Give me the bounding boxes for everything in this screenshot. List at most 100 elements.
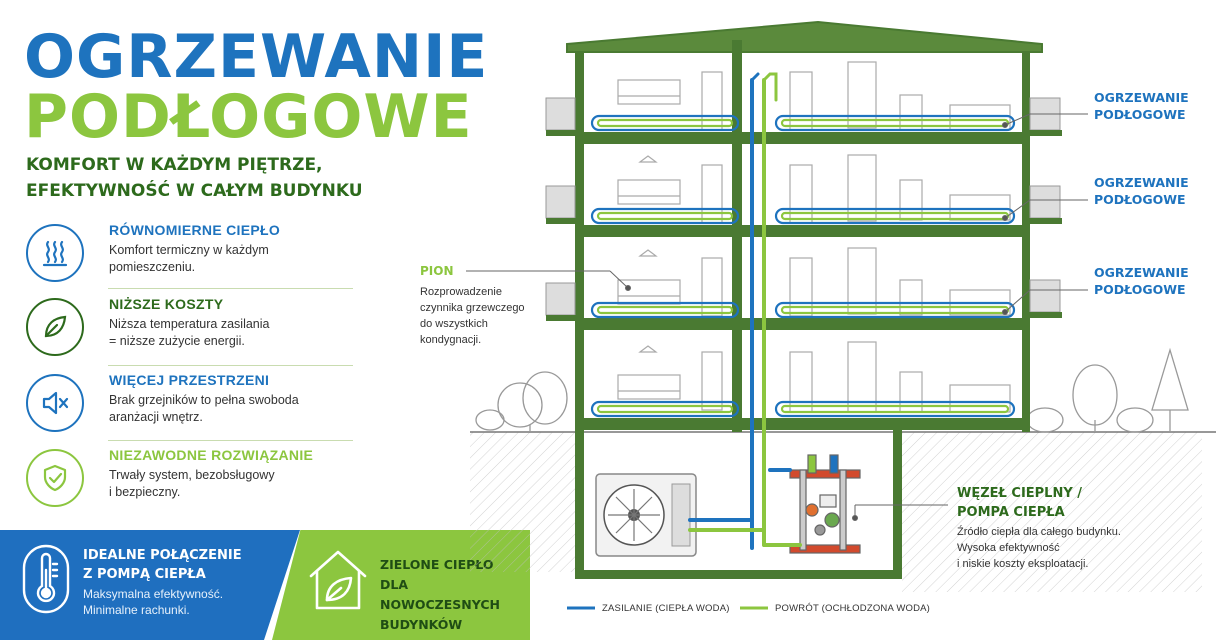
divider bbox=[108, 365, 353, 366]
annotation-line: Rozprowadzenie bbox=[420, 286, 502, 298]
floor-slab-3 bbox=[584, 225, 1022, 237]
pipe-supply-node bbox=[750, 468, 792, 550]
subtitle-line-1: KOMFORT W KAŻDYM PIĘTRZE, bbox=[26, 155, 323, 175]
leader-dot bbox=[852, 515, 858, 521]
banner-heading-line: ZIELONE CIEPŁO bbox=[380, 557, 494, 572]
green-banner-heading: ZIELONE CIEPŁO DLA NOWOCZESNYCH BUDYNKÓW bbox=[380, 555, 530, 635]
heat-waves-icon bbox=[26, 224, 84, 282]
heat-node bbox=[789, 454, 861, 554]
floor-loop-1 bbox=[590, 400, 1016, 418]
heat-pump-unit bbox=[595, 473, 697, 557]
banner-heading-line: DLA NOWOCZESNYCH bbox=[380, 577, 500, 612]
feature-description: Komfort termiczny w każdym pomieszczeniu… bbox=[109, 242, 339, 276]
leader-dot bbox=[1002, 122, 1008, 128]
tree-icon bbox=[1072, 364, 1118, 432]
annotation-line: PODŁOGOWE bbox=[1094, 192, 1186, 207]
ground-hatch-left bbox=[470, 432, 575, 572]
floor-heating-label-3: OGRZEWANIE PODŁOGOWE bbox=[1094, 174, 1189, 208]
pipe-top-loop bbox=[762, 72, 778, 102]
annotation-line: Wysoka efektywność bbox=[957, 542, 1060, 554]
leader-line bbox=[609, 270, 629, 289]
annotation-line: Źródło ciepła dla całego budynku. bbox=[957, 526, 1121, 538]
banner-heading-line: IDEALNE POŁĄCZENIE bbox=[83, 548, 242, 563]
wall-right bbox=[1022, 52, 1030, 432]
annotation-line: czynnika grzewczego bbox=[420, 302, 525, 314]
feature-desc-line: Komfort termiczny w każdym bbox=[109, 243, 269, 257]
mute-speaker-icon bbox=[26, 374, 84, 432]
feature-heading: WIĘCEJ PRZESTRZENI bbox=[109, 372, 270, 388]
feature-desc-line: pomieszczeniu. bbox=[109, 260, 196, 274]
annotation-line: OGRZEWANIE bbox=[1094, 175, 1189, 190]
house-leaf-icon bbox=[305, 546, 371, 612]
annotation-line: do wszystkich bbox=[420, 318, 488, 330]
feature-reliable: NIEZAWODNE ROZWIĄZANIE Trwały system, be… bbox=[24, 447, 354, 513]
leader-dot bbox=[1002, 309, 1008, 315]
feature-description: Trwały system, bezobsługowy i bezpieczny… bbox=[109, 467, 339, 501]
leader-line bbox=[1004, 113, 1031, 126]
feature-desc-line: Niższa temperatura zasilania bbox=[109, 317, 270, 331]
feature-desc-line: = niższe zużycie energii. bbox=[109, 334, 245, 348]
blue-banner-heading: IDEALNE POŁĄCZENIE Z POMPĄ CIEPŁA bbox=[83, 546, 273, 584]
subtitle: KOMFORT W KAŻDYM PIĘTRZE, EFEKTYWNOŚĆ W … bbox=[26, 152, 386, 204]
annotation-line: kondygnacji. bbox=[420, 334, 482, 346]
annotation-line: OGRZEWANIE bbox=[1094, 90, 1189, 105]
floor-heating-label-4: OGRZEWANIE PODŁOGOWE bbox=[1094, 89, 1189, 123]
feature-heading: RÓWNOMIERNE CIEPŁO bbox=[109, 222, 281, 238]
annotation-line: POMPA CIEPŁA bbox=[957, 505, 1065, 520]
roof bbox=[566, 20, 1043, 53]
feature-heading: NIŻSZE KOSZTY bbox=[109, 296, 224, 312]
feature-description: Niższa temperatura zasilania = niższe zu… bbox=[109, 316, 339, 350]
leader-line bbox=[1004, 199, 1031, 219]
banner-desc-line: Maksymalna efektywność. bbox=[83, 587, 224, 601]
heat-node-heading: WĘZEŁ CIEPLNY / POMPA CIEPŁA bbox=[957, 484, 1082, 522]
title-line-2: PODŁOGOWE bbox=[24, 82, 473, 152]
leader-dot bbox=[625, 285, 631, 291]
wall-left bbox=[575, 52, 584, 432]
annotation-line: PODŁOGOWE bbox=[1094, 282, 1186, 297]
legend-return-label: POWRÓT (OCHŁODZONA WODA) bbox=[775, 603, 931, 614]
blue-banner-description: Maksymalna efektywność. Minimalne rachun… bbox=[83, 586, 273, 618]
floor-loop-4 bbox=[590, 114, 1016, 132]
feature-description: Brak grzejników to pełna swoboda aranżac… bbox=[109, 392, 339, 426]
pipe-top-loop-supply bbox=[750, 72, 760, 82]
basement-wall-right bbox=[893, 430, 902, 578]
feature-more-space: WIĘCEJ PRZESTRZENI Brak grzejników to pe… bbox=[24, 372, 354, 438]
underfloor-loops bbox=[590, 114, 1016, 418]
floor-slab-2 bbox=[584, 318, 1022, 330]
banner-heading-line: BUDYNKÓW bbox=[380, 617, 463, 632]
floor-heating-label-2: OGRZEWANIE PODŁOGOWE bbox=[1094, 264, 1189, 298]
feature-desc-line: Brak grzejników to pełna swoboda bbox=[109, 393, 299, 407]
legend-supply-label: ZASILANIE (CIEPŁA WODA) bbox=[602, 603, 730, 614]
shield-check-icon bbox=[26, 449, 84, 507]
floor-slab-4 bbox=[584, 132, 1022, 144]
floor-slab-1 bbox=[584, 418, 1022, 430]
floor-loop-3 bbox=[590, 207, 1016, 225]
feature-desc-line: Trwały system, bezobsługowy bbox=[109, 468, 275, 482]
basement-floor bbox=[575, 570, 902, 579]
balcony-slabs-left bbox=[546, 130, 584, 321]
annotation-line: WĘZEŁ CIEPLNY / bbox=[957, 486, 1083, 501]
leader-line bbox=[1004, 289, 1031, 313]
basement-wall-left bbox=[575, 430, 584, 578]
annotation-line: i niskie koszty eksploatacji. bbox=[957, 558, 1089, 570]
banner-heading-line: Z POMPĄ CIEPŁA bbox=[83, 567, 206, 582]
feature-even-heat: RÓWNOMIERNE CIEPŁO Komfort termiczny w k… bbox=[24, 222, 354, 288]
feature-lower-costs: NIŻSZE KOSZTY Niższa temperatura zasilan… bbox=[24, 296, 354, 362]
pion-heading: PION bbox=[420, 264, 454, 278]
feature-desc-line: aranżacji wnętrz. bbox=[109, 410, 203, 424]
annotation-line: PODŁOGOWE bbox=[1094, 107, 1186, 122]
balconies-left bbox=[545, 97, 576, 316]
balcony-slabs-right bbox=[1022, 130, 1062, 318]
leader-dot bbox=[1002, 215, 1008, 221]
leaf-icon bbox=[26, 298, 84, 356]
annotation-line: OGRZEWANIE bbox=[1094, 265, 1189, 280]
subtitle-line-2: EFEKTYWNOŚĆ W CAŁYM BUDYNKU bbox=[26, 181, 363, 201]
banner-desc-line: Minimalne rachunki. bbox=[83, 603, 190, 617]
heat-node-description: Źródło ciepła dla całego budynku. Wysoka… bbox=[957, 524, 1177, 572]
thermometer-icon bbox=[22, 544, 70, 614]
pion-description: Rozprowadzenie czynnika grzewczego do ws… bbox=[420, 284, 550, 348]
feature-desc-line: i bezpieczny. bbox=[109, 485, 181, 499]
divider bbox=[108, 440, 353, 441]
ground-hatch-right bbox=[902, 432, 1202, 592]
